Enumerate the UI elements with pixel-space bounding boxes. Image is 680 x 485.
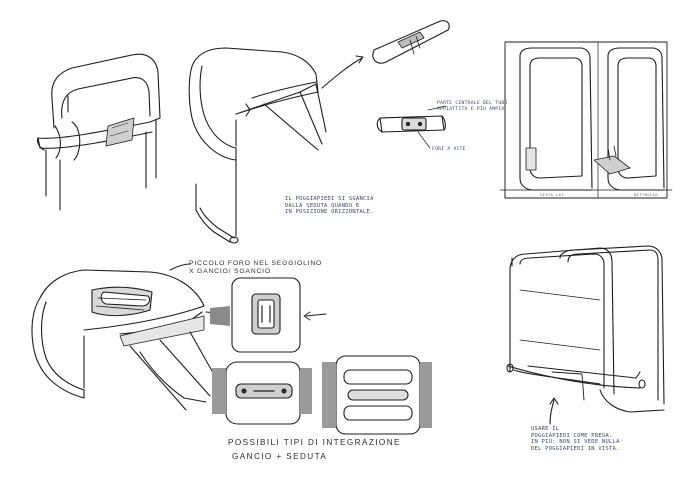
side-view-panel [500, 42, 672, 198]
arrow-head [356, 56, 363, 63]
arrow [550, 400, 554, 424]
seat-footrest-sketch [189, 48, 326, 243]
tube-detail [373, 21, 449, 148]
note-integration-title: Possibili tipi di integrazione [228, 438, 401, 447]
note-frame: Usare il poggiapiedi come presa. In più:… [531, 426, 620, 452]
hook-detail-right [322, 356, 432, 434]
panel-label-left: vista lat. [540, 193, 567, 197]
arrow [170, 264, 190, 270]
note-tube-detail: parte centrale del tubo appiattita e più… [437, 101, 508, 112]
hook-detail-top [206, 278, 326, 352]
arrow [322, 58, 362, 88]
arrow-head [550, 398, 558, 404]
seat-integration-sketch [32, 270, 216, 410]
note-integration-subtitle: Gancio + seduta [232, 452, 328, 461]
panel-label-right: dettaglio [634, 193, 658, 197]
note-holes: fori a vite [432, 147, 466, 152]
note-footrest-seat: Il poggiapiedi si sgancia dalla seduta q… [285, 196, 374, 216]
note-small-hole: Piccolo foro nel seggiolino x gancio/ sg… [189, 260, 323, 275]
handle-sketch [37, 54, 160, 210]
frame-footrest-sketch [507, 246, 664, 412]
hook-detail-bottom [212, 362, 312, 424]
